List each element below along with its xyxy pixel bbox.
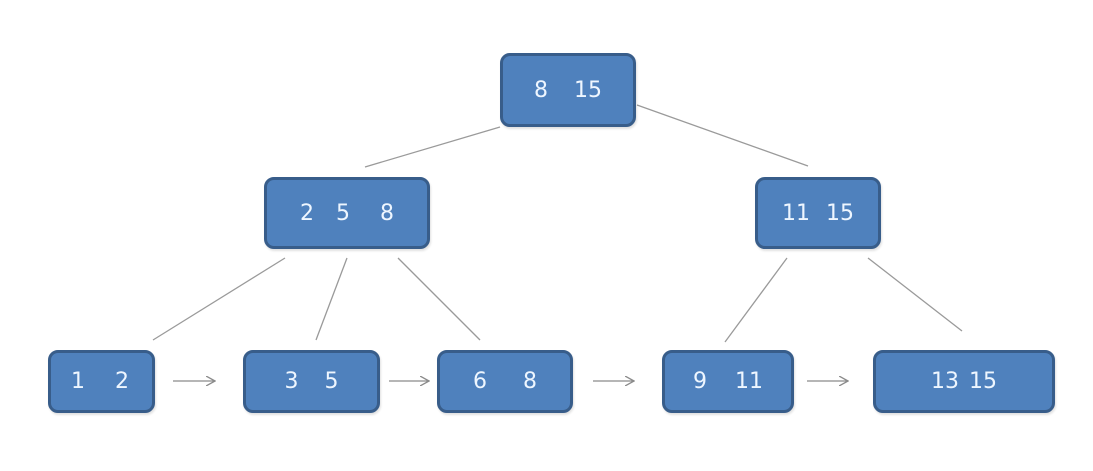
internal-node-left: 2 5 8	[264, 177, 430, 249]
node-key: 2	[300, 200, 314, 226]
edge-internal2-leaf5	[867, 257, 963, 332]
node-key: 3	[284, 369, 299, 394]
root-node: 8 15	[500, 53, 636, 127]
node-key: 5	[336, 200, 350, 226]
leaf-node: 6 8	[437, 350, 573, 413]
leaf-node: 3 5	[243, 350, 380, 413]
leaf-node: 9 11	[662, 350, 794, 413]
internal-node-right: 11 15	[755, 177, 881, 249]
leaf-node: 13 15	[873, 350, 1055, 413]
node-key: 8	[523, 369, 537, 394]
node-key: 6	[473, 369, 487, 394]
node-key: 1	[71, 369, 85, 394]
node-key: 15	[969, 369, 997, 394]
node-key: 11	[782, 200, 810, 226]
node-key: 15	[574, 77, 602, 103]
edge-internal2-leaf4	[724, 257, 788, 343]
leaf-node: 1 2	[48, 350, 155, 413]
node-key: 11	[735, 369, 763, 394]
edge-root-left	[364, 126, 501, 168]
node-key: 5	[324, 369, 339, 394]
edge-internal1-leaf3	[397, 257, 481, 341]
node-key: 8	[534, 77, 548, 103]
node-key: 9	[693, 369, 707, 394]
node-key: 15	[826, 200, 854, 226]
node-key: 13	[931, 369, 959, 394]
edge-internal1-leaf2	[315, 257, 348, 341]
node-key: 8	[380, 200, 394, 226]
edge-root-right	[636, 104, 809, 167]
node-key: 2	[115, 369, 129, 394]
edge-internal1-leaf1	[152, 257, 286, 341]
